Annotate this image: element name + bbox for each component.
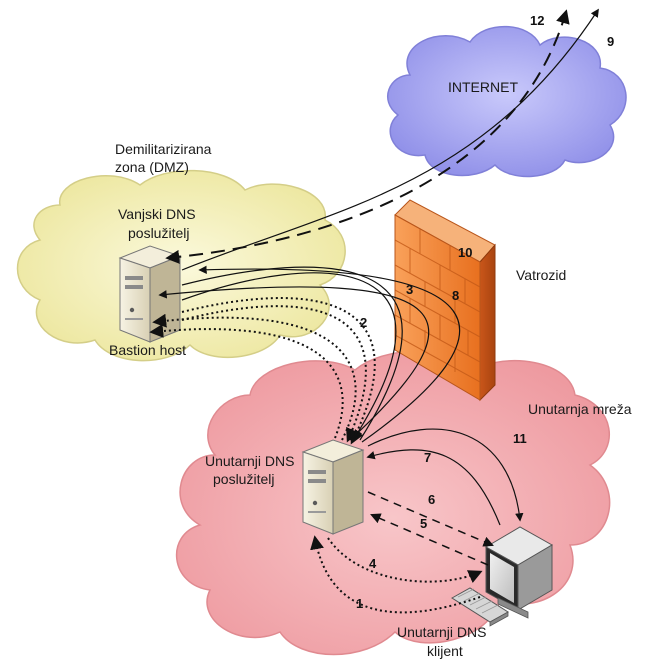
flow-arrow-8b [158,286,430,441]
keyboard-icon [451,587,509,627]
flow-arrow-3 [181,305,367,443]
internal-network-label: Unutarnja mreža [528,401,632,417]
step-label-3: 3 [406,282,413,297]
internal-dns-server-icon [301,439,365,535]
flow-arrow-7 [366,449,501,526]
flow-arrow-2b [152,313,357,441]
step-label-7: 7 [424,450,431,465]
dmz-label-line1: Demilitarizirana [115,141,212,157]
bastion-label: Bastion host [109,342,186,358]
flow-arrow-11 [367,428,524,522]
step-label-4: 4 [369,556,377,571]
step-label-2: 2 [360,315,367,330]
client-label-line1: Unutarnji DNS [397,624,486,640]
client-label-line2: klijent [427,643,463,659]
step-label-9: 9 [607,34,614,49]
internet-label: INTERNET [448,79,518,95]
flow-arrow-2 [149,323,344,439]
flow-arrow-6 [367,491,494,547]
dmz-label-line2: zona (DMZ) [115,159,189,175]
flow-arrow-3b [181,297,376,445]
flow-arrow-1 [310,535,481,614]
client-computer-icon [451,526,554,627]
ext-dns-label-line1: Vanjski DNS [118,206,196,222]
flow-arrow-10 [198,265,461,443]
step-label-12: 12 [530,13,544,28]
step-label-8: 8 [452,288,459,303]
flow-arrow-10b [181,266,403,441]
step-label-5: 5 [420,516,427,531]
flow-arrow-12 [165,9,570,264]
dmz-cloud [16,169,346,362]
step-label-11: 11 [513,431,527,446]
ext-dns-label-line2: poslužitelj [128,225,189,241]
internet-cloud [387,25,627,178]
step-label-6: 6 [428,492,435,507]
flow-arrow-5 [370,513,489,566]
step-label-10: 10 [458,245,472,260]
int-dns-label-line1: Unutarnji DNS [205,453,294,469]
firewall-label: Vatrozid [516,267,566,283]
flow-arrows [149,8,599,614]
int-dns-label-line2: poslužitelj [213,471,274,487]
flow-arrow-4 [327,537,483,583]
step-label-1: 1 [356,596,363,611]
flow-arrow-8 [181,272,397,439]
